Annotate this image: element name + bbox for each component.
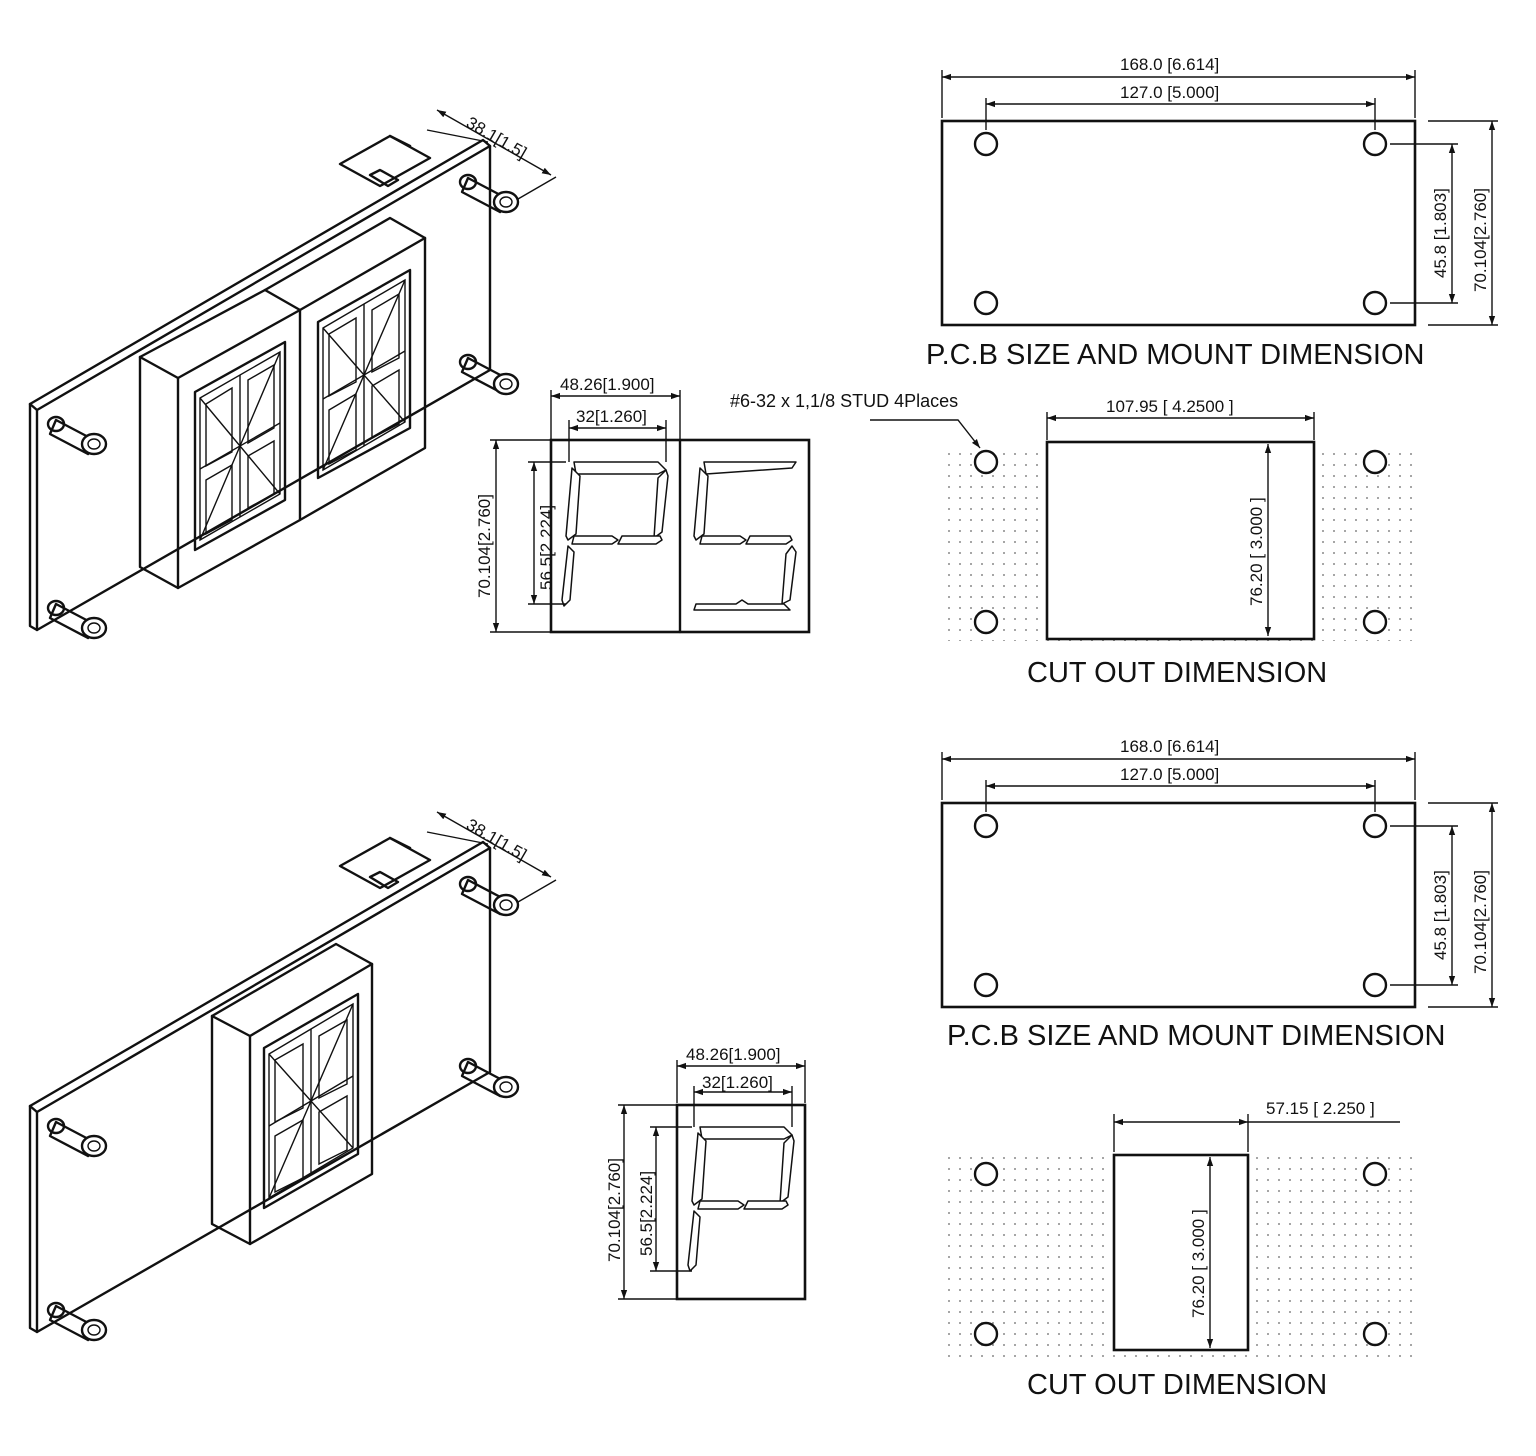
mount-hole-icon (1362, 813, 1388, 839)
top-pcb-view: 168.0 [6.614] 127.0 [5.000] 45.8 [1.803]… (926, 55, 1498, 371)
bottom-pcb-width-inner: 127.0 [5.000] (1120, 765, 1219, 784)
top-front-width-inner: 32[1.260] (576, 407, 647, 426)
top-cutout-height: 76.20 [ 3.000 ] (1247, 497, 1266, 606)
top-isometric-view: 38.1[1.5] (28, 109, 557, 640)
top-cutout-title: CUT OUT DIMENSION (1027, 657, 1327, 689)
stud-hole-icon (973, 1161, 999, 1187)
top-front-height-outer: 70.104[2.760] (475, 494, 494, 598)
top-front-height-inner: 56.5[2.224] (537, 505, 556, 590)
top-pcb-height-outer: 70.104[2.760] (1471, 188, 1490, 292)
stud-hole-icon (973, 609, 999, 635)
top-pcb-width-outer: 168.0 [6.614] (1120, 55, 1219, 74)
mount-hole-icon (1362, 131, 1388, 157)
bottom-pcb-height-outer: 70.104[2.760] (1471, 870, 1490, 974)
bottom-cutout-height: 76.20 [ 3.000 ] (1189, 1209, 1208, 1318)
mount-hole-icon (1362, 290, 1388, 316)
bottom-front-view: 48.26[1.900] 32[1.260] 70.104[2.760] 56.… (605, 1045, 807, 1301)
stud-note: #6-32 x 1,1/8 STUD 4Places (730, 391, 958, 411)
top-cutout-view: #6-32 x 1,1/8 STUD 4Places 107.95 [ 4.25… (730, 391, 1415, 689)
top-pcb-title: P.C.B SIZE AND MOUNT DIMENSION (926, 339, 1424, 371)
bottom-pcb-view: 168.0 [6.614] 127.0 [5.000] 45.8 [1.803]… (940, 737, 1498, 1052)
stud-hole-icon (1362, 1321, 1388, 1347)
mount-hole-icon (973, 290, 999, 316)
bottom-pcb-width-outer: 168.0 [6.614] (1120, 737, 1219, 756)
mount-hole-icon (973, 131, 999, 157)
stud-hole-icon (1362, 1161, 1388, 1187)
stud-hole-icon (1362, 449, 1388, 475)
bottom-front-width-outer: 48.26[1.900] (686, 1045, 781, 1064)
top-front-view: 48.26[1.900] 32[1.260] 70.104[2.760] 56.… (475, 375, 811, 634)
bottom-cutout-view: 57.15 [ 2.250 ] 76.20 [ 3.000 ] CUT OUT … (942, 1099, 1415, 1401)
mount-hole-icon (973, 813, 999, 839)
top-cutout-width: 107.95 [ 4.2500 ] (1106, 397, 1234, 416)
bottom-cutout-width: 57.15 [ 2.250 ] (1266, 1099, 1375, 1118)
bottom-isometric-view: 38.1[1.5] (28, 811, 557, 1342)
mount-hole-icon (1362, 972, 1388, 998)
bottom-front-width-inner: 32[1.260] (702, 1073, 773, 1092)
bottom-pcb-title: P.C.B SIZE AND MOUNT DIMENSION (947, 1020, 1445, 1052)
bottom-front-height-inner: 56.5[2.224] (637, 1171, 656, 1256)
bottom-cutout-title: CUT OUT DIMENSION (1027, 1369, 1327, 1401)
mount-hole-icon (973, 972, 999, 998)
stud-hole-icon (973, 1321, 999, 1347)
top-pcb-height-inner: 45.8 [1.803] (1431, 188, 1450, 278)
bottom-front-height-outer: 70.104[2.760] (605, 1158, 624, 1262)
stud-hole-icon (1362, 609, 1388, 635)
top-front-width-outer: 48.26[1.900] (560, 375, 655, 394)
stud-hole-icon (973, 449, 999, 475)
bottom-pcb-height-inner: 45.8 [1.803] (1431, 870, 1450, 960)
top-pcb-width-inner: 127.0 [5.000] (1120, 83, 1219, 102)
